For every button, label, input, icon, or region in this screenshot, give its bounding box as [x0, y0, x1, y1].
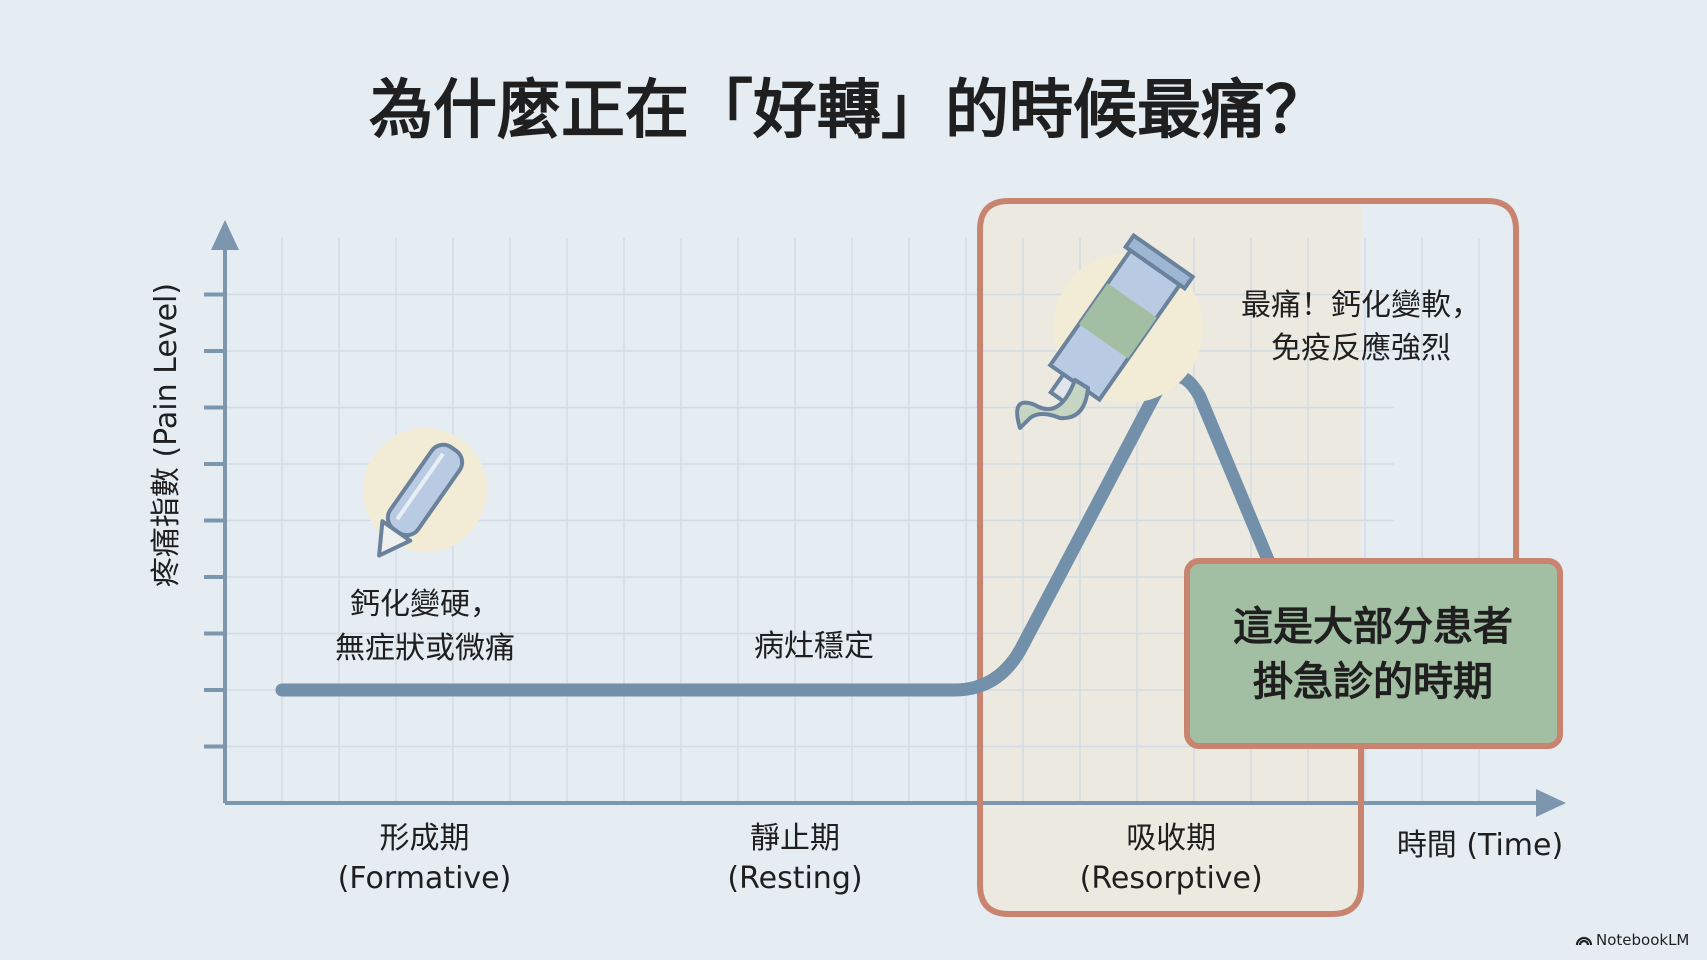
toothpaste-tube-icon: [1015, 232, 1203, 430]
formative-annotation-line2: 無症狀或微痛: [335, 631, 515, 666]
phase-label-en: (Resorptive): [1080, 861, 1263, 896]
phase-label: 形成期: [380, 821, 470, 856]
resorptive-annotation-line1: 最痛！鈣化變軟，: [1241, 288, 1481, 323]
callout-line2: 掛急診的時期: [1253, 659, 1493, 705]
y-ticks: [204, 292, 225, 749]
phase-label: 吸收期: [1126, 821, 1216, 856]
x-axis-arrow-icon: [1536, 789, 1566, 817]
resorptive-annotation-line2: 免疫反應強烈: [1271, 331, 1451, 366]
page-title: 為什麼正在「好轉」的時候最痛？: [369, 74, 1329, 148]
resorptive-border: [977, 198, 1519, 917]
svg-text:NotebookLM: NotebookLM: [1596, 931, 1689, 949]
phase-label: 靜止期: [750, 821, 840, 856]
notebooklm-icon: [1575, 936, 1593, 946]
pain-curve: [275, 370, 1275, 697]
formative-annotation-line1: 鈣化變硬，: [350, 587, 500, 622]
phase-label-en: (Resting): [727, 861, 862, 896]
phase-label-en: (Formative): [338, 861, 512, 896]
chalk-pencil-icon: [363, 428, 487, 558]
resting-annotation: 病灶穩定: [754, 629, 874, 664]
y-axis-arrow-icon: [211, 220, 239, 250]
callout-line1: 這是大部分患者: [1233, 604, 1513, 650]
callout-box: 這是大部分患者 掛急診的時期: [1184, 558, 1563, 749]
y-axis-label: 疼痛指數 (Pain Level): [149, 283, 184, 587]
x-axis-label: 時間 (Time): [1397, 828, 1563, 863]
notebooklm-logo: NotebookLM: [1575, 931, 1689, 949]
phase-labels: 形成期 (Formative) 靜止期 (Resting) 吸收期 (Resorptive…: [338, 821, 1263, 896]
